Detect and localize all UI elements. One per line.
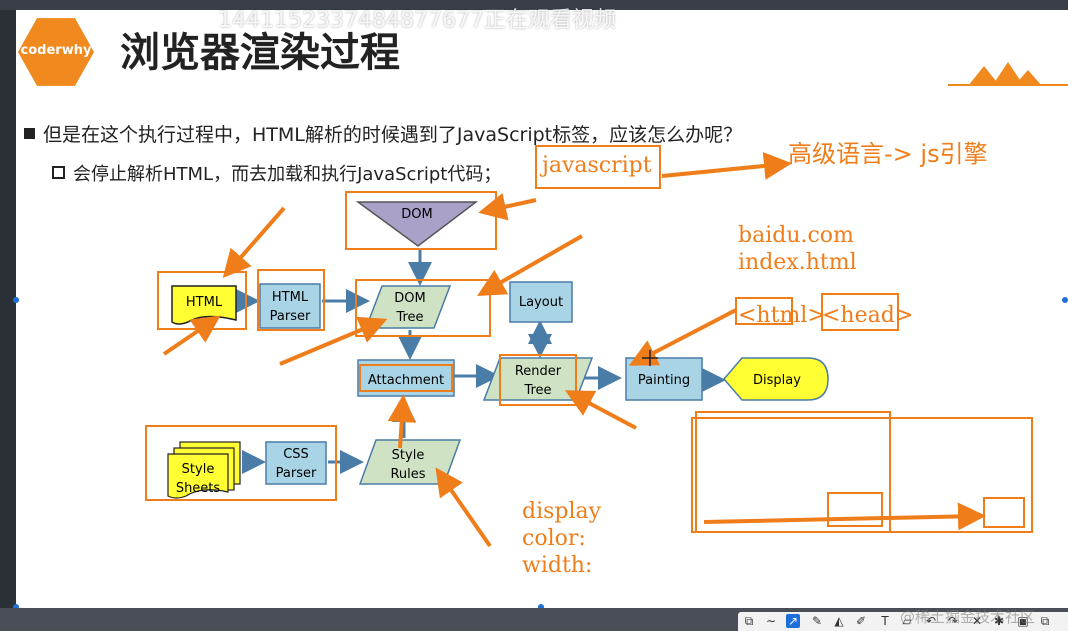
css-parser-node [265, 441, 327, 485]
window-top-bar [0, 0, 1068, 10]
tool-fill-icon[interactable]: ◭ [834, 614, 844, 628]
logo-text: coderwhy [20, 43, 92, 58]
bullet-answer: 会停止解析HTML，而去加载和执行JavaScript代码； [52, 160, 501, 186]
viewer-watermark: 1441152337484877677正在观看视频 [218, 8, 616, 33]
painting-label: Painting [638, 373, 690, 388]
flow-arrows [236, 250, 726, 474]
tool-pin-icon[interactable]: ✱ [993, 614, 1005, 628]
tool-save-icon[interactable]: ▣ [1017, 614, 1029, 628]
annotation-css-display: display [522, 499, 602, 524]
tool-copy-icon[interactable]: ⧉ [1040, 614, 1050, 628]
style-rules-label-1: Style [392, 448, 425, 463]
layout-node [509, 281, 573, 323]
tool-curve-icon[interactable]: ∼ [765, 614, 777, 628]
annotation-js-engine: 高级语言-> js引擎 [788, 140, 988, 168]
bullet-question: 但是在这个执行过程中，HTML解析的时候遇到了JavaScript标签，应该怎么… [24, 120, 742, 147]
page-title: 浏览器渲染过程 [120, 30, 400, 76]
selection-handle-bottom-left[interactable] [13, 604, 19, 610]
annotation-head-tag: <head> [822, 303, 913, 328]
dom-tree-label-2: Tree [395, 310, 423, 325]
style-rules-label-2: Rules [390, 467, 425, 482]
html-parser-label-2: Parser [270, 309, 311, 324]
style-sheets-node [167, 441, 241, 499]
annotation-index: index.html [738, 250, 857, 275]
corner-decoration [948, 62, 1068, 86]
css-parser-label-1: CSS [283, 447, 309, 462]
html-parser-node [259, 283, 321, 329]
dom-node [355, 201, 479, 247]
move-cursor-icon [642, 350, 658, 366]
annotation-baidu: baidu.com [738, 223, 854, 248]
tool-arrow-icon[interactable]: ↗ [786, 614, 800, 628]
tool-close-icon[interactable]: ✕ [971, 614, 983, 628]
hollow-square-bullet-icon [52, 166, 65, 179]
annotation-javascript: javascript [539, 153, 652, 178]
annotation-arrows [162, 152, 986, 548]
css-parser-label-2: Parser [276, 466, 317, 481]
layout-label: Layout [519, 295, 563, 310]
html-parser-label-1: HTML [272, 290, 309, 305]
annotation-html-tag: <html> [738, 303, 826, 328]
render-tree-label-2: Tree [523, 383, 551, 398]
tool-select-icon[interactable]: ⧉ [744, 614, 754, 628]
tool-eraser-icon[interactable]: ▱ [902, 614, 912, 628]
selection-handle-left[interactable] [13, 297, 19, 303]
display-label: Display [753, 373, 801, 388]
tool-text-icon[interactable]: T [881, 614, 889, 628]
tool-marker-icon[interactable]: ✐ [855, 614, 867, 628]
selection-handle-right[interactable] [1062, 297, 1068, 303]
bullet-answer-text: 会停止解析HTML，而去加载和执行JavaScript代码； [73, 164, 502, 185]
tool-redo-icon[interactable]: ↷ [947, 614, 959, 628]
html-label: HTML [186, 295, 223, 310]
tool-pen-icon[interactable]: ✎ [811, 614, 823, 628]
platform-watermark: @稀土掘金技术社区 [900, 608, 1036, 626]
dom-tree-label-1: DOM [394, 291, 425, 306]
tool-undo-icon[interactable]: ↶ [925, 614, 937, 628]
dom-label: DOM [401, 207, 432, 222]
annotation-css-width: width: [522, 553, 592, 578]
display-node [723, 357, 829, 401]
bullet-question-text: 但是在这个执行过程中，HTML解析的时候遇到了JavaScript标签，应该怎么… [43, 124, 743, 146]
attachment-label: Attachment [368, 373, 444, 388]
annotation-css-color: color: [522, 526, 586, 551]
selection-handle-bottom-middle[interactable] [538, 604, 544, 610]
style-sheets-label-2: Sheets [176, 481, 221, 496]
style-sheets-label-1: Style [182, 462, 215, 477]
render-pipeline-diagram: DOM HTML HTML Parser DOM Tree Layout Att… [145, 140, 1033, 578]
render-tree-label-1: Render [515, 364, 562, 379]
square-bullet-icon [24, 128, 35, 139]
annotation-toolbar: ⧉ ∼ ↗ ✎ ◭ ✐ T ▱ ↶ ↷ ✕ ✱ ▣ ⧉ [738, 612, 1068, 631]
slide: coderwhy 浏览器渲染过程 但是在这个执行过程中，HTML解析的时候遇到了… [16, 10, 1068, 608]
html-node [171, 285, 237, 325]
